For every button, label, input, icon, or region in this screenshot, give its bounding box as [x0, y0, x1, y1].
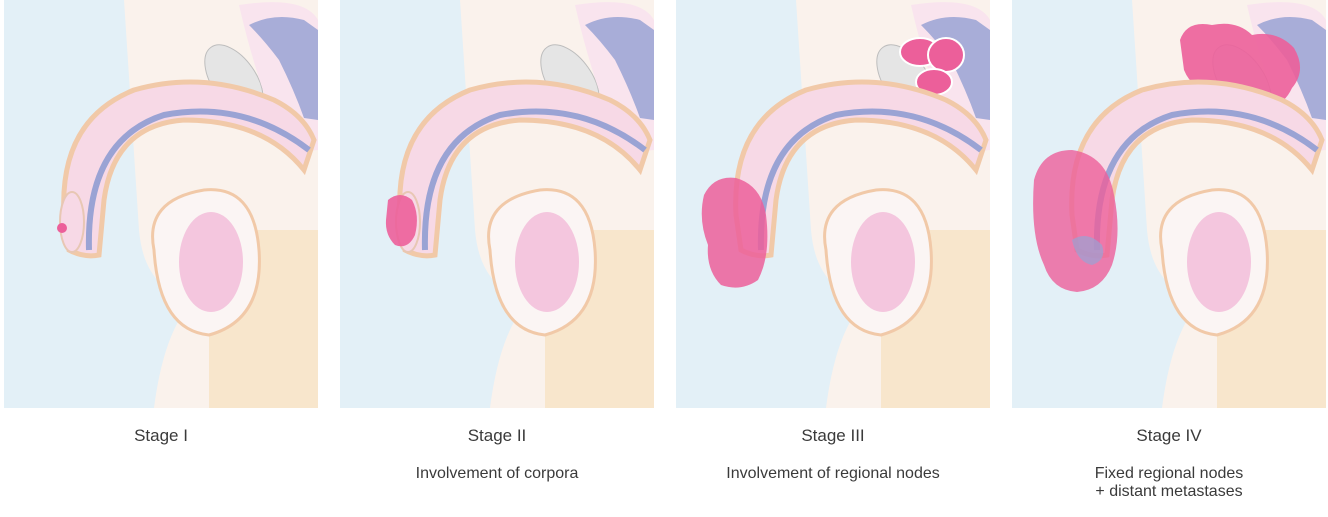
stage-label: Stage I — [4, 426, 318, 446]
stage-label: Stage III — [676, 426, 990, 446]
stage-label: Stage II — [340, 426, 654, 446]
stage-description-line: + distant metastases — [1012, 483, 1326, 501]
stage-description: Fixed regional nodes+ distant metastases — [1012, 465, 1326, 501]
anatomy-illustration-stage-3 — [676, 0, 990, 408]
panel-stage-3: Stage III Involvement of regional nodes — [676, 0, 990, 517]
stage-description-line: Involvement of regional nodes — [676, 465, 990, 483]
stage-description-line: Involvement of corpora — [340, 465, 654, 483]
anatomy-illustration-stage-1 — [4, 0, 318, 408]
stage-description-line: Fixed regional nodes — [1012, 465, 1326, 483]
panel-stage-1: Stage I — [4, 0, 318, 517]
anatomy-illustration-stage-4 — [1012, 0, 1326, 408]
panel-stage-4: Stage IV Fixed regional nodes+ distant m… — [1012, 0, 1326, 517]
panel-stage-2: Stage II Involvement of corpora — [340, 0, 654, 517]
stage-label: Stage IV — [1012, 426, 1326, 446]
anatomy-illustration-stage-2 — [340, 0, 654, 408]
stage-description: Involvement of regional nodes — [676, 465, 990, 483]
stage-description: Involvement of corpora — [340, 465, 654, 483]
